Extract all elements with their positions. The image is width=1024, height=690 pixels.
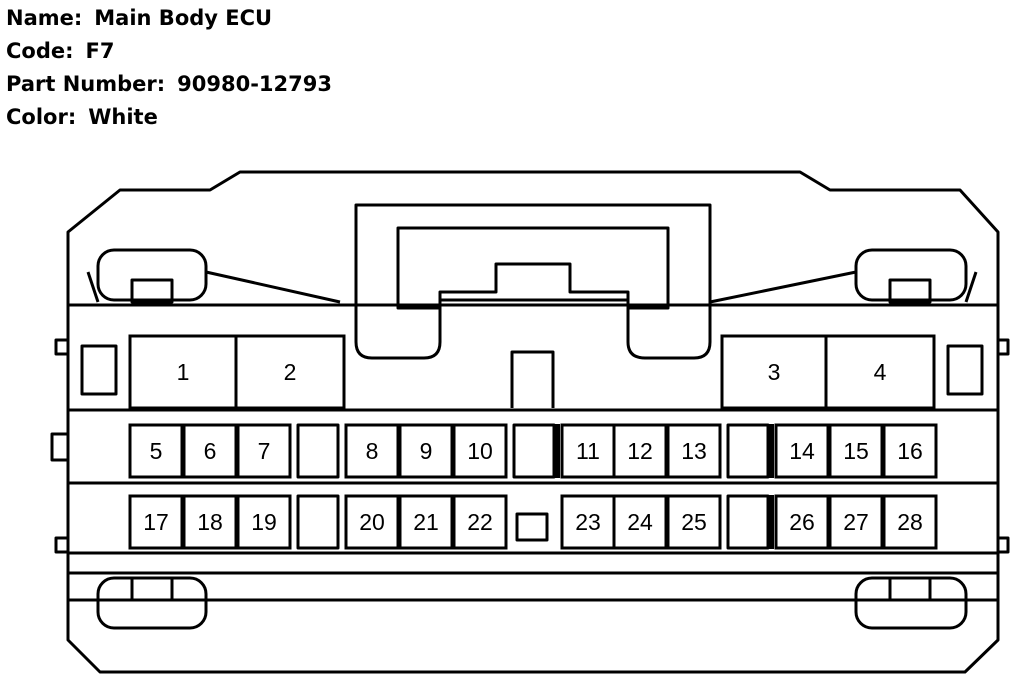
pin-label-3: 3 (768, 359, 781, 385)
small-cavity (515, 512, 549, 542)
latch-left-slope-2 (205, 270, 341, 304)
empty-cavity (726, 423, 770, 479)
pin-label-11: 11 (576, 438, 600, 464)
part-number-label: Part Number: (6, 72, 166, 96)
pin-cavity-24 (612, 494, 668, 550)
pin-label-15: 15 (843, 438, 869, 464)
pin-label-9: 9 (420, 438, 433, 464)
pin-label-23: 23 (575, 509, 601, 535)
pin-label-6: 6 (204, 438, 217, 464)
pin-label-13: 13 (681, 438, 707, 464)
latch-clip-bottom-left (96, 576, 208, 630)
pin-label-18: 18 (197, 509, 223, 535)
pin-cavity-21 (398, 494, 454, 550)
code-row: Code: F7 (6, 35, 332, 68)
pin-cavity-26 (774, 494, 830, 550)
pin-label-20: 20 (359, 509, 385, 535)
empty-cavity (296, 494, 340, 550)
side-stub-left-2 (50, 432, 70, 462)
pin-cavity-25 (666, 494, 722, 550)
name-row: Name: Main Body ECU (6, 2, 332, 35)
lock-tab-inner (396, 226, 670, 310)
latch-right-slope (964, 271, 978, 303)
pin-label-12: 12 (627, 438, 653, 464)
latch-clip-bottom-right-tab (888, 576, 932, 602)
side-stub-left-3 (54, 536, 70, 554)
color-value: White (88, 105, 158, 129)
empty-cavity (296, 423, 340, 479)
pin-cavity-5 (128, 423, 184, 479)
latch-clip-top-right (854, 248, 968, 302)
pin-cavity-15 (828, 423, 884, 479)
part-number-row: Part Number: 90980-12793 (6, 68, 332, 101)
pin-cavity-2 (234, 334, 346, 410)
pin-cavity-16 (882, 423, 938, 479)
pin-label-21: 21 (413, 509, 439, 535)
pin-cavity-28 (882, 494, 938, 550)
pin-label-8: 8 (366, 438, 379, 464)
pin-cavity-9 (398, 423, 454, 479)
pin-label-2: 2 (284, 359, 297, 385)
pin-label-27: 27 (843, 509, 869, 535)
pin-cavity-27 (828, 494, 884, 550)
pin-label-14: 14 (789, 438, 815, 464)
pin-label-7: 7 (258, 438, 271, 464)
latch-clip-top-left (96, 248, 208, 302)
pin-label-17: 17 (143, 509, 169, 535)
pin-label-4: 4 (874, 359, 887, 385)
pin-cavity-17 (128, 494, 184, 550)
latch-clip-bottom-right (854, 576, 968, 630)
side-stub-right-1 (996, 338, 1010, 356)
pin-label-5: 5 (150, 438, 163, 464)
pin-cavity-4 (824, 334, 936, 410)
pin-cavity-6 (182, 423, 238, 479)
pin-cavity-12 (612, 423, 668, 479)
connector-info: Name: Main Body ECU Code: F7 Part Number: 9… (6, 2, 332, 134)
pin-cavity-19 (236, 494, 292, 550)
empty-cavity (726, 494, 770, 550)
latch-clip-bottom-left-tab (130, 576, 174, 602)
center-key (510, 350, 555, 408)
separator-bar (554, 424, 560, 478)
name-value: Main Body ECU (94, 6, 273, 30)
side-square-left (80, 344, 118, 396)
separator-bar (768, 495, 774, 549)
pin-cavity-10 (452, 423, 508, 479)
latch-right-slope-2 (709, 270, 857, 304)
latch-clip-top-right-tab (888, 278, 932, 304)
pin-label-1: 1 (177, 359, 190, 385)
pin-label-19: 19 (251, 509, 277, 535)
latch-clip-top-left-tab (130, 278, 174, 304)
color-row: Color: White (6, 101, 332, 134)
pin-cavity-7 (236, 423, 292, 479)
color-label: Color: (6, 105, 77, 129)
part-number-value: 90980-12793 (177, 72, 332, 96)
pin-cavity-22 (452, 494, 508, 550)
separator-bar (768, 424, 774, 478)
pin-label-28: 28 (897, 509, 923, 535)
pin-label-22: 22 (467, 509, 493, 535)
pin-cavity-8 (344, 423, 400, 479)
pin-cavity-18 (182, 494, 238, 550)
side-stub-left-1 (54, 338, 70, 356)
code-value: F7 (85, 39, 115, 63)
pin-label-10: 10 (467, 438, 493, 464)
pin-label-16: 16 (897, 438, 923, 464)
pin-cavity-13 (666, 423, 722, 479)
name-label: Name: (6, 6, 83, 30)
latch-left-slope (86, 271, 100, 303)
side-stub-right-2 (996, 536, 1010, 554)
code-label: Code: (6, 39, 74, 63)
connector-housing (66, 170, 1000, 674)
pin-label-25: 25 (681, 509, 707, 535)
side-square-right (946, 344, 984, 396)
empty-cavity (512, 423, 556, 479)
pin-label-24: 24 (627, 509, 653, 535)
pin-cavity-14 (774, 423, 830, 479)
pin-cavity-20 (344, 494, 400, 550)
pin-label-26: 26 (789, 509, 815, 535)
